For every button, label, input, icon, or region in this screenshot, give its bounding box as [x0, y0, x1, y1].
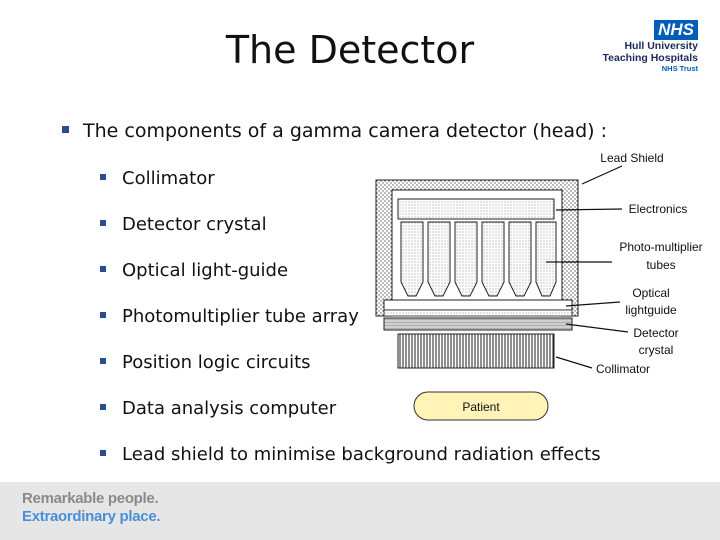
footer-line-1: Remarkable people. [22, 490, 159, 507]
electronics-label: Electronics [629, 202, 688, 216]
list-item: Detector crystal [100, 212, 601, 258]
bullet-square-icon [100, 220, 106, 226]
list-item-text: Position logic circuits [122, 352, 311, 373]
list-item: Position logic circuits [100, 350, 601, 396]
bullet-square-icon [62, 126, 69, 133]
bullet-square-icon [100, 174, 106, 180]
footer: Remarkable people. Extraordinary place. [0, 482, 720, 540]
pmt-label-line1: Photo-multiplier [619, 240, 702, 254]
lead-shield [375, 179, 579, 317]
list-item: Data analysis computer [100, 396, 601, 442]
lead-shield-label: Lead Shield [600, 151, 663, 165]
pmt-tube [427, 221, 451, 297]
pmt-tube [400, 221, 424, 297]
main-bullet: The components of a gamma camera detecto… [62, 120, 607, 142]
optical-lightguide-block [383, 299, 573, 311]
component-list: Collimator Detector crystal Optical ligh… [100, 166, 601, 488]
bullet-square-icon [100, 312, 106, 318]
patient-ellipse [413, 391, 549, 421]
list-item-text: Photomultiplier tube array [122, 306, 359, 327]
lightguide-label-line2: lightguide [625, 303, 677, 317]
list-item: Optical light-guide [100, 258, 601, 304]
bullet-square-icon [100, 266, 106, 272]
list-item-text: Lead shield to minimise background radia… [122, 444, 601, 465]
nhs-logo: NHS Hull University Teaching Hospitals N… [588, 20, 698, 78]
main-bullet-text: The components of a gamma camera detecto… [83, 120, 607, 142]
detector-crystal-block [383, 317, 573, 331]
list-item: Photomultiplier tube array [100, 304, 601, 350]
collimator-label: Collimator [596, 362, 650, 376]
label-pointers [546, 165, 629, 369]
logo-line-1: Hull University [624, 40, 698, 52]
crystal-label-line1: Detector [633, 326, 678, 340]
list-item-text: Optical light-guide [122, 260, 289, 281]
bullet-square-icon [100, 404, 106, 410]
list-item: Lead shield to minimise background radia… [100, 442, 601, 488]
pmt-tube [535, 221, 557, 297]
bullet-square-icon [100, 450, 106, 456]
pmt-tube [508, 221, 532, 297]
collimator-block [397, 333, 555, 369]
pmt-tube [481, 221, 505, 297]
nhs-badge: NHS [654, 20, 698, 40]
list-item-text: Collimator [122, 168, 215, 189]
footer-slogan: Remarkable people. Extraordinary place. [22, 490, 161, 526]
logo-line-3: NHS Trust [661, 64, 698, 73]
logo-line-2: Teaching Hospitals [602, 52, 699, 64]
list-item-text: Detector crystal [122, 214, 267, 235]
lightguide-label-line1: Optical [632, 286, 669, 300]
crystal-label-line2: crystal [639, 343, 674, 357]
pmt-label-line2: tubes [646, 258, 675, 272]
electronics-block [397, 198, 555, 220]
pmt-tube [454, 221, 478, 297]
list-item-text: Data analysis computer [122, 398, 337, 419]
list-item: Collimator [100, 166, 601, 212]
slide-title: The Detector [225, 28, 475, 72]
photomultiplier-tubes [400, 221, 557, 297]
lightguide-divider [383, 309, 573, 317]
patient-label: Patient [462, 400, 500, 414]
bullet-square-icon [100, 358, 106, 364]
footer-line-2: Extraordinary place. [22, 508, 161, 525]
